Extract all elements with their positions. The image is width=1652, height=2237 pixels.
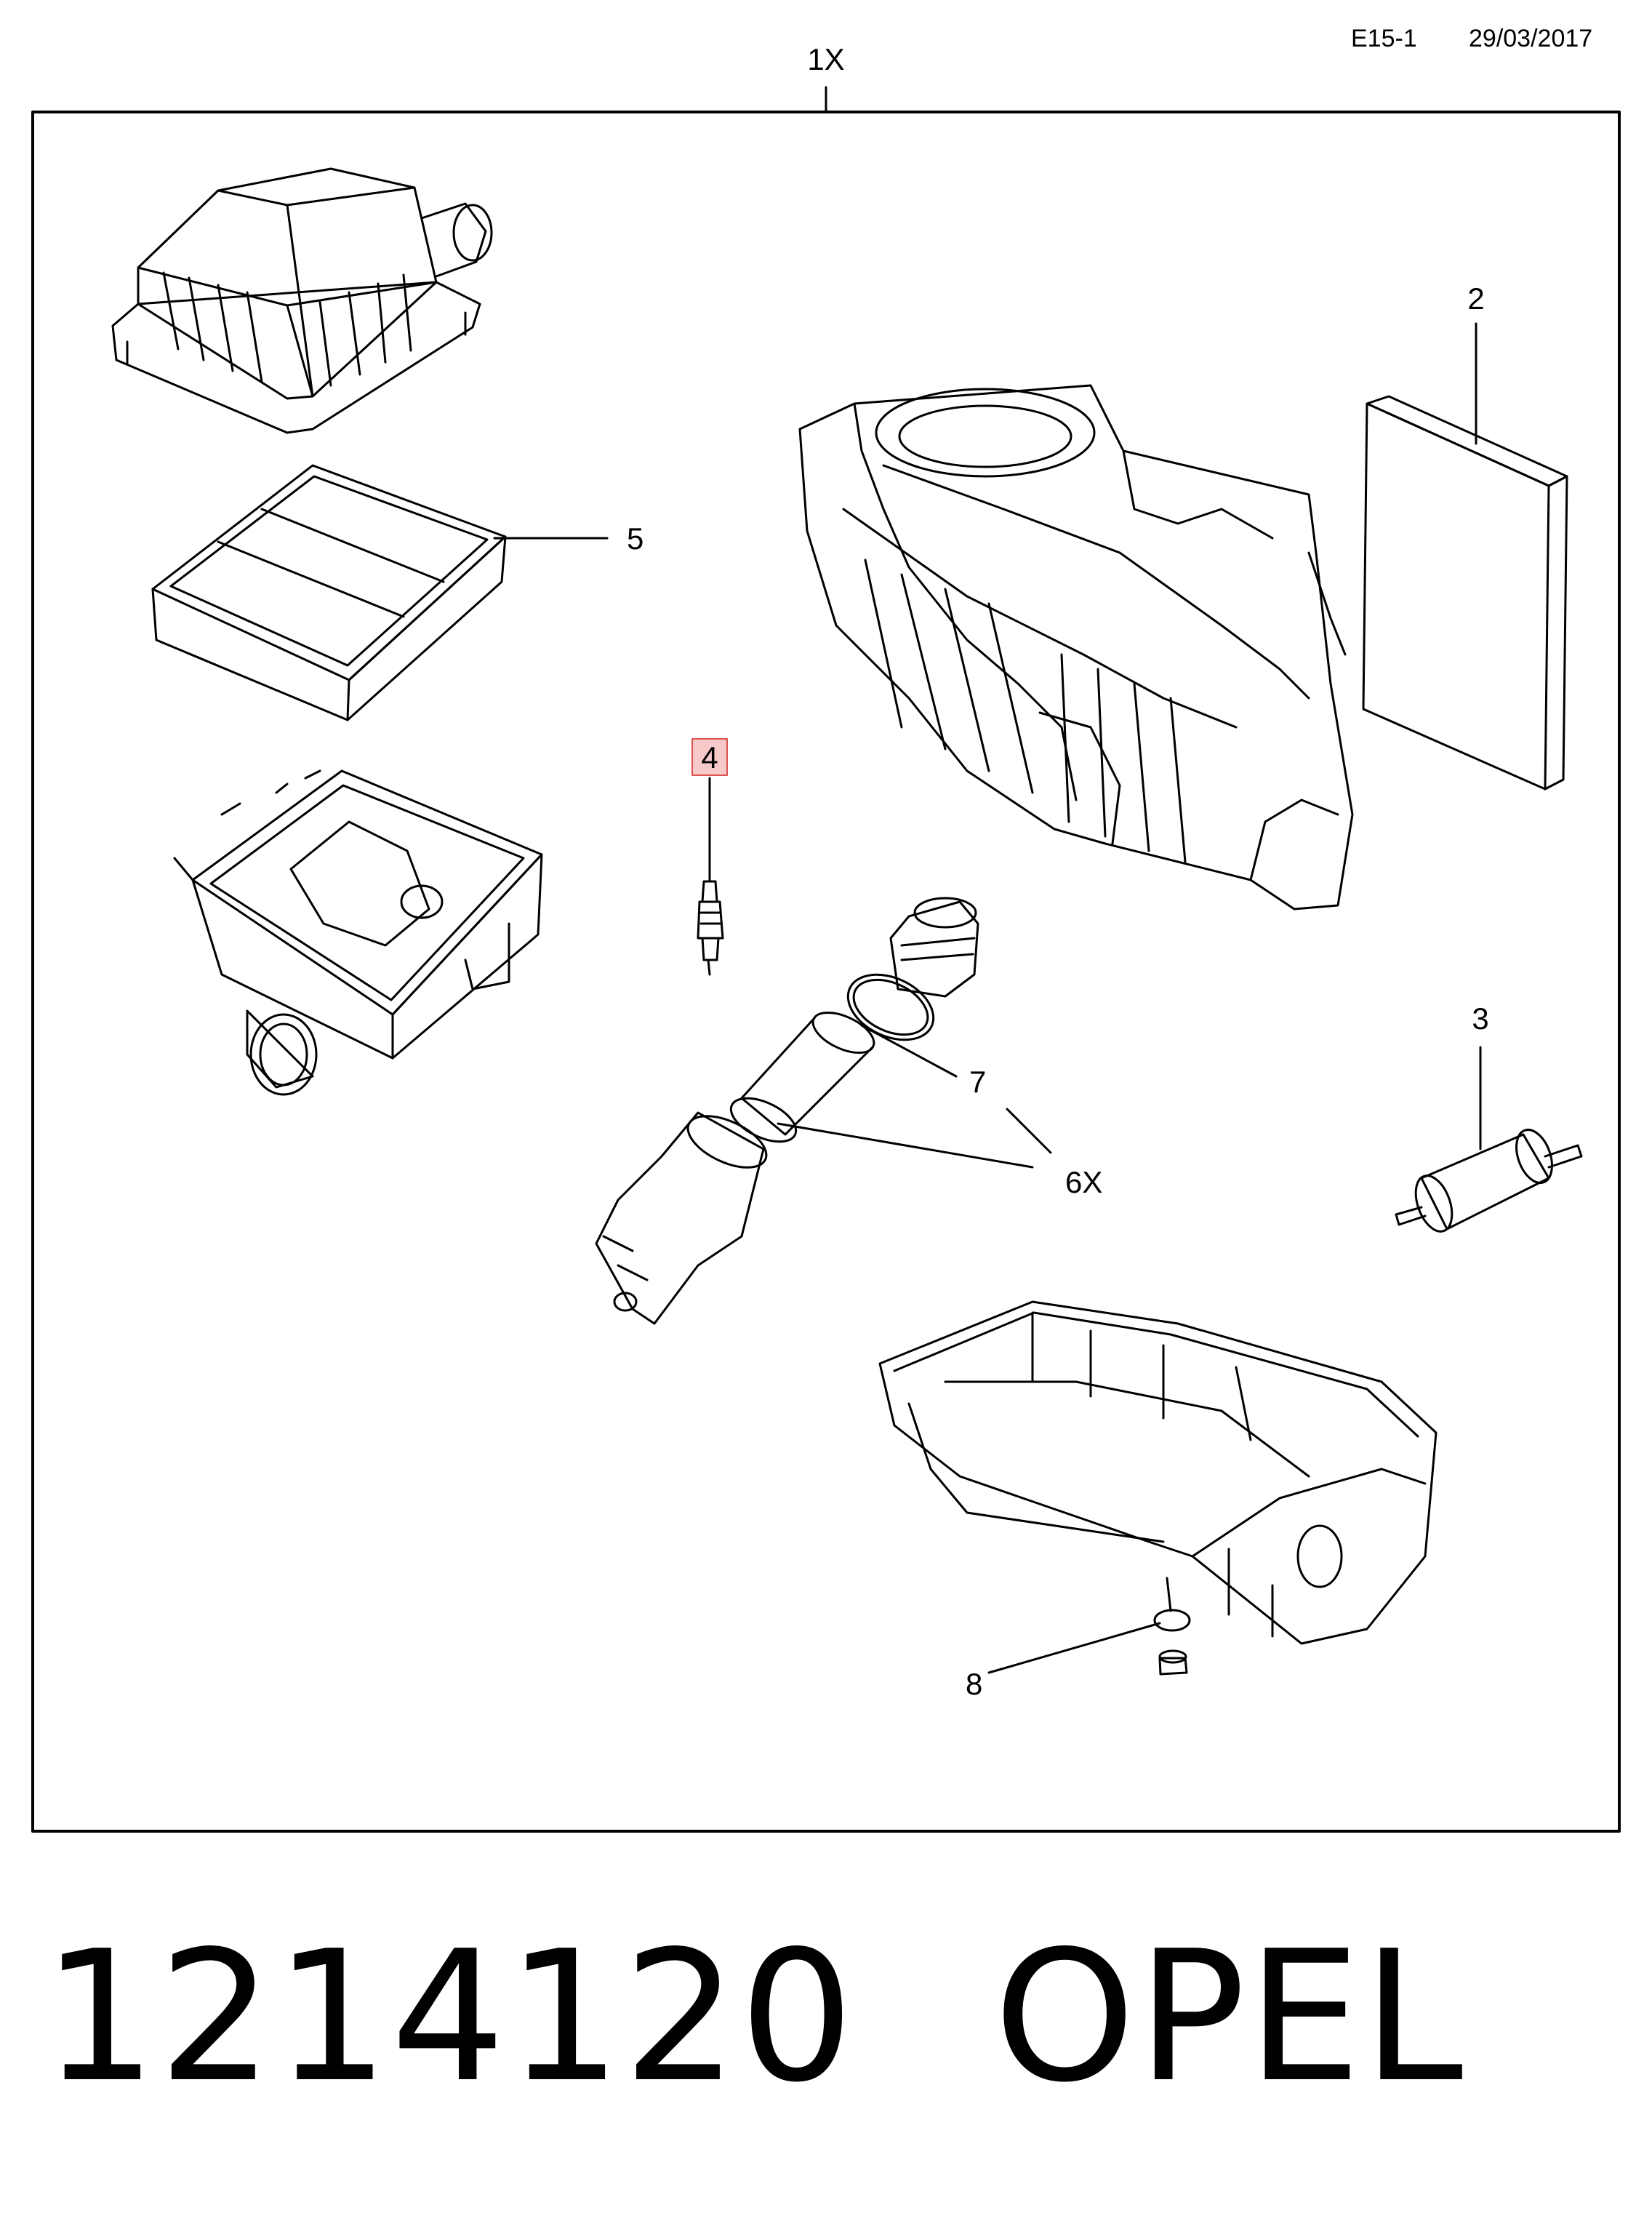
callout-6: 6X xyxy=(1065,1165,1102,1199)
callout-4: 4 xyxy=(701,740,718,775)
spark-plug xyxy=(697,880,724,976)
diagram-frame xyxy=(31,111,1621,1833)
part-number: 1214120 xyxy=(42,1913,856,2122)
diagram-code: E15-1 xyxy=(1351,25,1417,52)
callout-7: 7 xyxy=(969,1065,986,1099)
oil-pan xyxy=(878,1300,1438,1645)
oil-filter-housing xyxy=(595,1111,768,1325)
leader-6a xyxy=(777,1122,1034,1169)
air-cleaner-housing xyxy=(173,769,543,1096)
o-ring-inner xyxy=(852,978,929,1036)
brand-name: OPEL xyxy=(993,1913,1465,2122)
callout-2: 2 xyxy=(1467,281,1484,316)
drain-plug xyxy=(1153,1577,1191,1676)
fuel-filter xyxy=(1395,1129,1583,1233)
callout-3: 3 xyxy=(1472,1001,1488,1036)
oil-filter-cap xyxy=(889,897,979,998)
cabin-filter xyxy=(1362,395,1568,791)
callout-4-highlight xyxy=(691,738,728,776)
air-cleaner-cover xyxy=(111,167,493,434)
panel-air-filter xyxy=(151,464,507,721)
intake-manifold xyxy=(798,384,1354,911)
o-ring xyxy=(846,973,935,1041)
leader-7 xyxy=(860,1024,958,1078)
callout-5: 5 xyxy=(627,521,643,556)
diagram-date: 29/03/2017 xyxy=(1469,25,1593,52)
callout-8: 8 xyxy=(966,1667,982,1701)
leader-8 xyxy=(987,1622,1161,1674)
assembly-label: 1X xyxy=(807,42,844,76)
leader-6b xyxy=(1006,1108,1052,1154)
